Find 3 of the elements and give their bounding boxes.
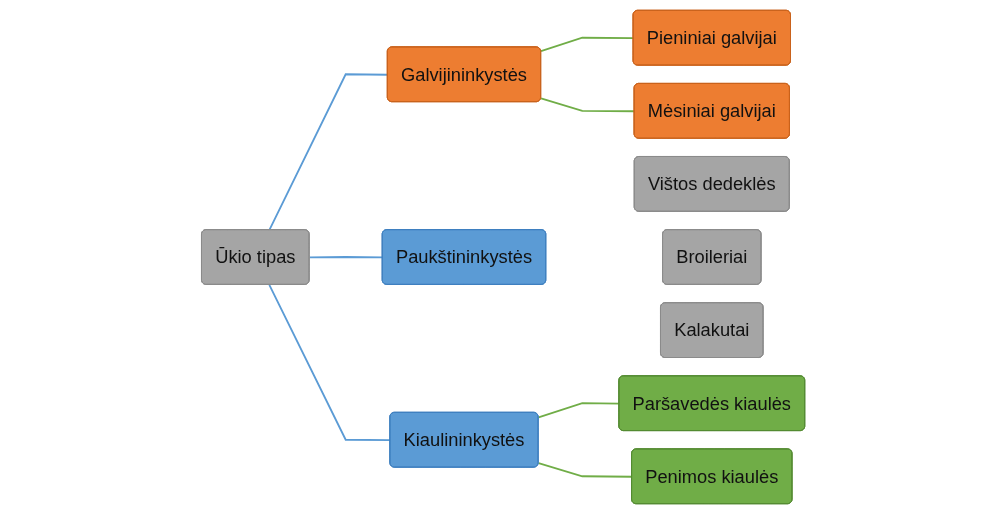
connector — [268, 73, 389, 231]
connector — [308, 256, 384, 259]
connector — [537, 462, 633, 478]
